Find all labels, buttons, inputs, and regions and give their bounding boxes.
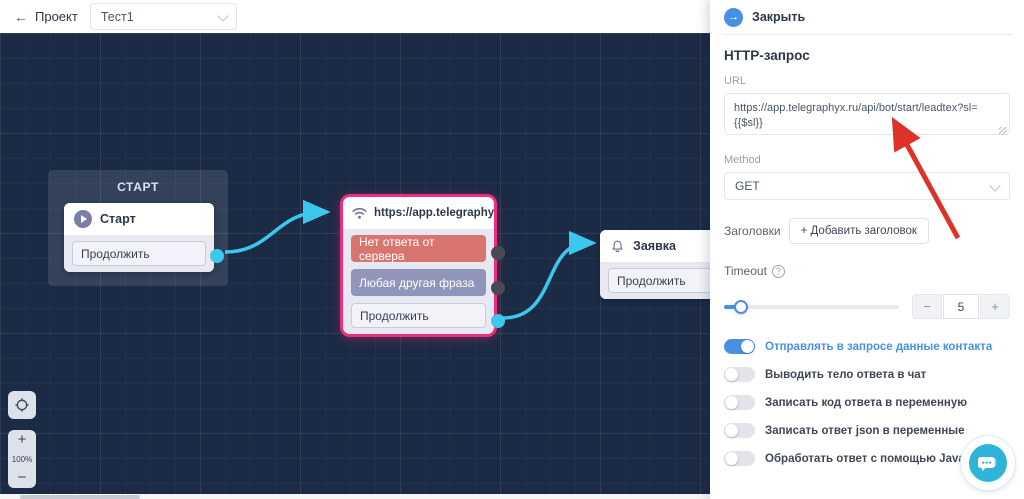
http-port-no-answer[interactable] [491,246,505,260]
output-label: Любая другая фраза [359,275,475,290]
toggle-label: Отправлять в запросе данные контакта [765,340,993,353]
toggle-switch[interactable] [724,395,755,410]
toggle-label: Записать ответ json в переменные [765,424,965,437]
toggle-process-with-javascript: Обработать ответ с помощью JavaScript [724,451,1010,466]
play-icon [74,210,92,228]
project-select[interactable]: Тест1 [89,3,237,30]
chevron-down-icon [989,180,1001,192]
toggle-label: Обработать ответ с помощью JavaScript [765,452,998,465]
toggle-knob [725,396,738,409]
start-node-body: Продолжить [64,235,214,272]
output-label: Нет ответа от сервера [359,234,435,263]
method-label: Method [724,154,761,166]
toggle-label: Выводить тело ответа в чат [765,368,927,381]
start-node-title: Старт [100,212,136,226]
toggle-send-contact-data: Отправлять в запросе данные контакта [724,339,1010,354]
start-output-port[interactable] [210,249,224,263]
wire-start-to-http [224,199,331,254]
http-port-continue[interactable] [491,314,505,328]
http-settings-panel: → Закрыть HTTP-запрос URL https://app.te… [710,0,1024,499]
output-label: Продолжить [360,308,429,323]
lead-node[interactable]: Заявка Продолжить [600,230,710,299]
crosshair-icon [15,398,29,412]
wire-http-to-lead [502,230,597,320]
timeout-row: Timeout ? [724,264,1010,278]
output-no-server-answer[interactable]: Нет ответа от сервера [351,234,486,263]
project-select-value: Тест1 [100,9,134,24]
lead-node-body: Продолжить [600,262,710,299]
toggle-knob [741,340,754,353]
chevron-down-icon [217,10,229,22]
chat-bubble-icon [969,444,1007,482]
start-node-header: Старт [64,203,214,235]
timeout-slider[interactable] [724,299,899,314]
horizontal-scrollbar-thumb[interactable] [20,494,140,499]
top-bar: ← Проект Тест1 [0,0,710,33]
lead-node-header: Заявка [600,230,710,262]
url-field-wrap: https://app.telegraphyx.ru/api/bot/start… [724,93,1010,140]
zoom-level: 100% [11,454,33,464]
horizontal-scrollbar [0,494,710,499]
toggles-list: Отправлять в запросе данные контакта Выв… [724,339,1010,466]
start-continue-label: Продолжить [81,246,150,261]
http-port-other-phrase[interactable] [491,281,505,295]
zoom-out-button[interactable]: − [17,469,27,486]
back-to-project-link[interactable]: ← Проект [14,9,78,25]
panel-divider [722,34,1012,35]
toggle-switch[interactable] [724,339,755,354]
support-chat-button[interactable] [961,436,1015,490]
url-label: URL [724,75,747,87]
output-continue[interactable]: Продолжить [351,303,486,328]
close-panel-button[interactable]: → Закрыть [724,0,1010,34]
lead-continue-label: Продолжить [617,273,686,288]
center-view-button[interactable] [8,391,36,419]
zoom-controls: + 100% − [8,430,36,488]
timeout-label: Timeout [724,264,767,278]
http-node-body: Нет ответа от сервера Любая другая фраза… [343,229,494,334]
headers-row: Заголовки + Добавить заголовок [724,218,1010,244]
timeout-stepper: − 5 + [912,294,1010,319]
slider-thumb[interactable] [734,299,748,314]
close-label: Закрыть [752,10,806,24]
flow-canvas[interactable]: СТАРТ Старт Продолжить https [0,33,710,499]
toggle-switch[interactable] [724,423,755,438]
headers-label: Заголовки [724,224,781,238]
start-continue-button[interactable]: Продолжить [72,241,206,266]
toggle-output-body-to-chat: Выводить тело ответа в чат [724,367,1010,382]
toggle-save-response-code: Записать код ответа в переменную [724,395,1010,410]
panel-title: HTTP-запрос [724,48,810,63]
slider-track [724,304,899,309]
method-select-value: GET [735,179,760,193]
toggle-knob [725,452,738,465]
lead-continue-button[interactable]: Продолжить [608,268,710,293]
timeout-increment-button[interactable]: + [980,294,1010,319]
add-header-button[interactable]: + Добавить заголовок [788,218,929,244]
bell-icon [612,240,623,252]
lead-node-title: Заявка [633,239,676,253]
method-select[interactable]: GET [724,172,1010,200]
start-group-title: СТАРТ [117,180,159,194]
zoom-in-button[interactable]: + [17,431,27,448]
slider-fill [724,304,742,309]
back-label: Проект [35,9,78,24]
toggle-knob [725,368,738,381]
toggle-label: Записать код ответа в переменную [765,396,968,409]
timeout-value[interactable]: 5 [943,294,979,319]
wifi-icon [352,207,367,219]
toggle-knob [725,424,738,437]
start-node[interactable]: Старт Продолжить [64,203,224,272]
timeout-decrement-button[interactable]: − [912,294,942,319]
toggle-switch[interactable] [724,451,755,466]
http-node-title: https://app.telegraphyx.... [374,207,494,219]
toggle-save-json-response: Записать ответ json в переменные [724,423,1010,438]
help-icon[interactable]: ? [771,264,785,278]
arrow-right-icon: → [724,7,743,27]
timeout-slider-row: − 5 + [724,294,1010,319]
back-arrow-icon: ← [14,8,28,25]
output-any-other-phrase[interactable]: Любая другая фраза [351,269,486,296]
url-input[interactable]: https://app.telegraphyx.ru/api/bot/start… [724,93,1010,135]
http-request-node[interactable]: https://app.telegraphyx.... Нет ответа о… [340,194,505,337]
http-node-header: https://app.telegraphyx.... [343,197,494,229]
toggle-switch[interactable] [724,367,755,382]
